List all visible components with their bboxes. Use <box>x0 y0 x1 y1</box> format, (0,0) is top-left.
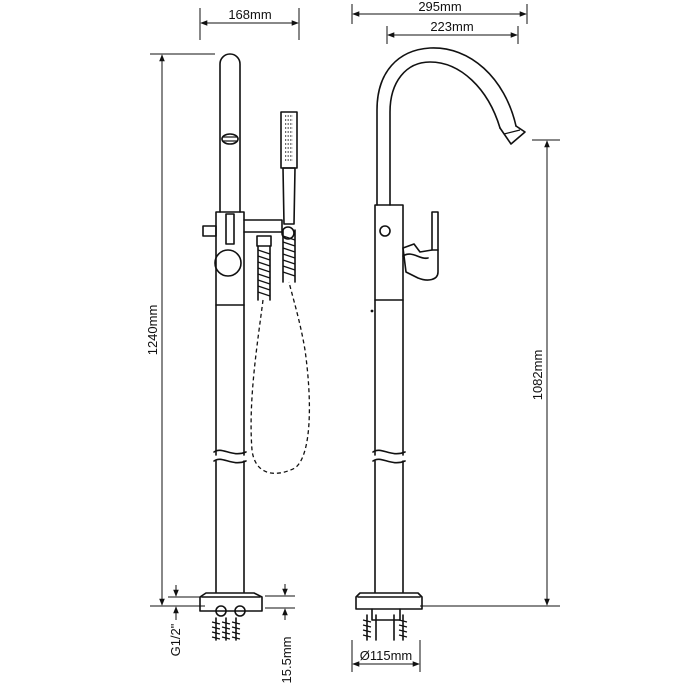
shower-head-holes <box>285 115 293 161</box>
dim-label-1082: 1082mm <box>530 350 545 401</box>
faucet-side-view <box>199 53 311 641</box>
hose-ribs <box>257 229 296 301</box>
dim-label-thread: G1/2" <box>168 623 183 656</box>
dimension-168mm: 168mm <box>199 7 300 40</box>
faucet-front-view <box>355 47 526 641</box>
dimension-223mm: 223mm <box>386 19 519 44</box>
dim-label-295: 295mm <box>418 0 461 14</box>
dim-label-223: 223mm <box>430 19 473 34</box>
dimension-295mm: 295mm <box>351 0 528 24</box>
dim-label-1240: 1240mm <box>145 305 160 356</box>
dim-label-base-height: 15.5mm <box>279 637 294 684</box>
dimension-thread: G1/2" <box>168 585 205 656</box>
dimension-1082mm: 1082mm <box>420 139 560 607</box>
dimension-base-diameter: Ø115mm <box>351 640 421 672</box>
dim-label-diameter: Ø115mm <box>360 648 413 663</box>
dim-label-168: 168mm <box>228 7 271 22</box>
dimension-1240mm: 1240mm <box>145 53 215 607</box>
dimension-15-5mm: 15.5mm <box>265 584 295 683</box>
